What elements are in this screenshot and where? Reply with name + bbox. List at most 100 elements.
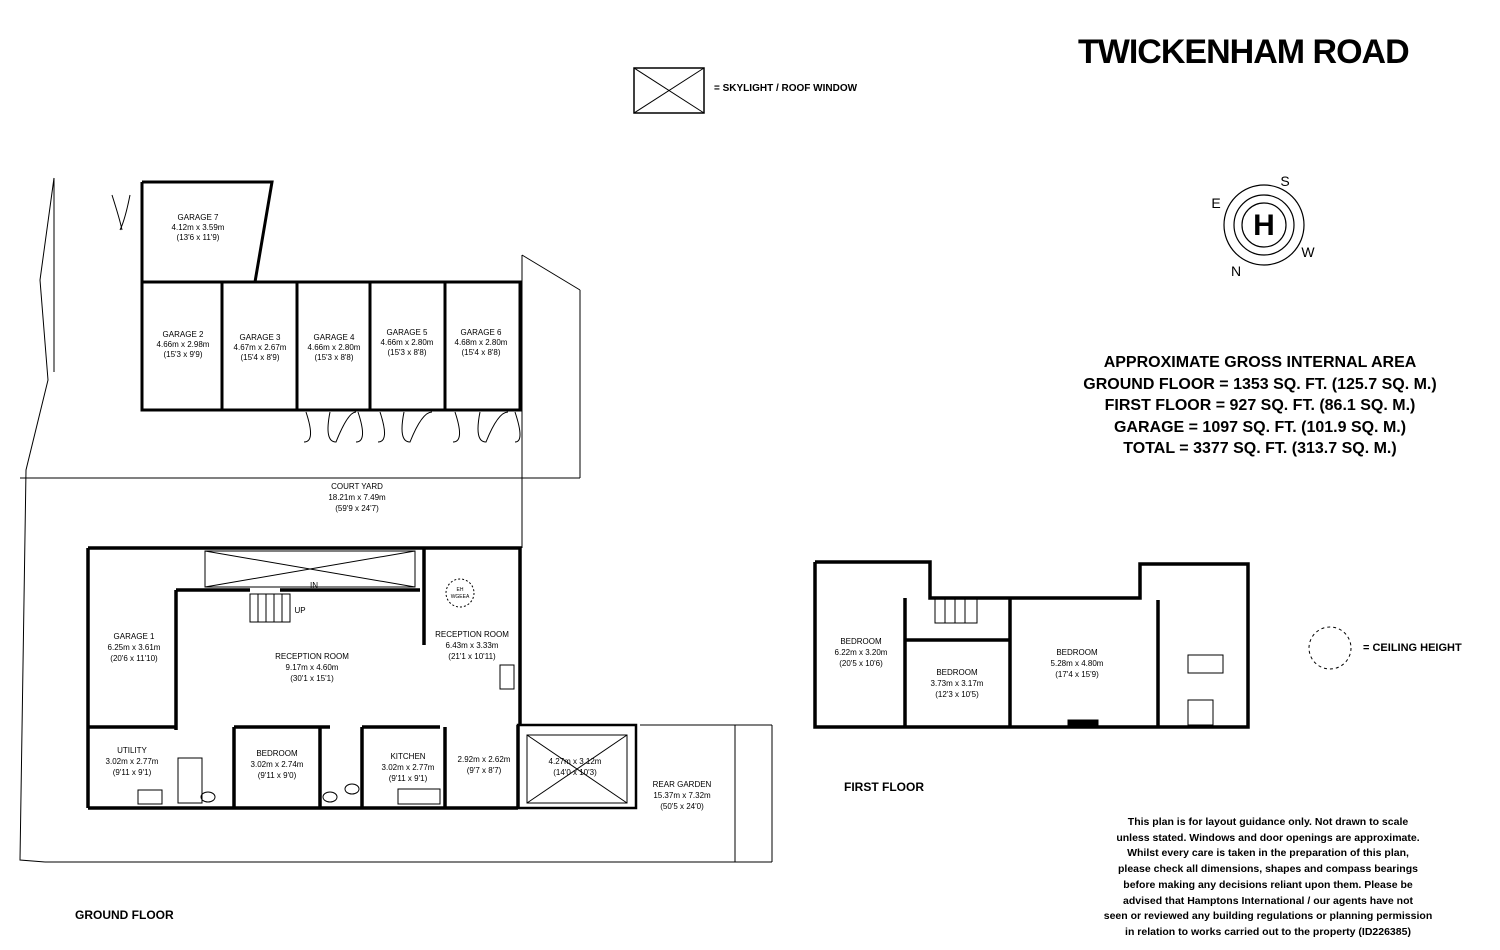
garage-5-metric: 4.66m x 2.80m (381, 338, 434, 347)
compass-south-label: S (1280, 173, 1289, 189)
reception-2-name: RECEPTION ROOM (435, 630, 509, 639)
rear-garden-imperial: (50'5 x 24'0) (660, 802, 704, 811)
skylight-legend-icon (633, 67, 705, 114)
disclaimer: This plan is for layout guidance only. N… (1068, 815, 1468, 941)
bedroom-first-1-name: BEDROOM (840, 637, 882, 646)
entry-in-label: IN (310, 581, 318, 590)
garage-3-name: GARAGE 3 (240, 333, 281, 342)
disclaimer-line: please check all dimensions, shapes and … (1118, 863, 1418, 876)
ceiling-wgeea-label: WGEEA (451, 594, 470, 600)
compass-logo-letter: H (1253, 209, 1275, 242)
hall-metric: 2.92m x 2.62m (458, 755, 511, 764)
disclaimer-line: seen or reviewed any building regulation… (1103, 910, 1433, 923)
ceiling-height-legend-label: = CEILING HEIGHT (1363, 642, 1462, 654)
hall-imperial: (9'7 x 8'7) (467, 766, 502, 775)
ground-ceiling-circle (445, 578, 475, 608)
garage-3-metric: 4.67m x 2.67m (234, 343, 287, 352)
compass-labels: S E W N H (1211, 173, 1315, 279)
conservatory-metric: 4.27m x 3.12m (549, 757, 602, 766)
room-labels: GARAGE 7 4.12m x 3.59m (13'6 x 11'9) GAR… (106, 213, 1104, 811)
garage-1-imperial: (20'6 x 11'10) (110, 654, 158, 663)
garage-5-name: GARAGE 5 (387, 328, 428, 337)
kitchen-name: KITCHEN (390, 752, 425, 761)
bedroom-first-2-imperial: (12'3 x 10'5) (935, 690, 979, 699)
garage-7-walls (140, 180, 274, 284)
kitchen-imperial: (9'11 x 9'1) (389, 774, 428, 783)
utility-metric: 3.02m x 2.77m (106, 757, 159, 766)
garage-6-name: GARAGE 6 (461, 328, 502, 337)
kitchen-metric: 3.02m x 2.77m (382, 763, 435, 772)
disclaimer-line: unless stated. Windows and door openings… (1116, 831, 1420, 844)
bedroom-first-3-imperial: (17'4 x 15'9) (1055, 670, 1099, 679)
conservatory-walls (516, 723, 638, 810)
ground-floor-walls (86, 546, 522, 810)
area-total: TOTAL = 3377 SQ. FT. (313.7 SQ. M.) (1123, 440, 1397, 457)
page-title: TWICKENHAM ROAD (1078, 33, 1410, 71)
bedroom-first-2-name: BEDROOM (936, 668, 978, 677)
reception-2-metric: 6.43m x 3.33m (446, 641, 499, 650)
garage-2-metric: 4.66m x 2.98m (157, 340, 210, 349)
bedroom-first-3-name: BEDROOM (1056, 648, 1098, 657)
area-first-floor: FIRST FLOOR = 927 SQ. FT. (86.1 SQ. M.) (1104, 397, 1416, 414)
bedroom-first-3-metric: 5.28m x 4.80m (1051, 659, 1104, 668)
gross-internal-area: APPROXIMATE GROSS INTERNAL AREA GROUND F… (1040, 352, 1480, 460)
bedroom-first-2-metric: 3.73m x 3.17m (931, 679, 984, 688)
courtyard-metric: 18.21m x 7.49m (328, 493, 386, 502)
disclaimer-line: in relation to works carried out to the … (1125, 925, 1411, 938)
rear-garden-metric: 15.37m x 7.32m (653, 791, 711, 800)
garage-5-imperial: (15'3 x 8'8) (387, 348, 426, 357)
utility-imperial: (9'11 x 9'1) (113, 768, 152, 777)
ground-fixtures (137, 664, 515, 805)
garage-7-imperial: (13'6 x 11'9) (177, 233, 220, 242)
garage-7-name: GARAGE 7 (178, 213, 219, 222)
garage-4-metric: 4.66m x 2.80m (308, 343, 361, 352)
utility-name: UTILITY (117, 746, 147, 755)
area-heading: APPROXIMATE GROSS INTERNAL AREA (1103, 354, 1417, 371)
ground-floor-label: GROUND FLOOR (75, 908, 174, 922)
reception-1-name: RECEPTION ROOM (275, 652, 349, 661)
bedroom-first-1-metric: 6.22m x 3.20m (835, 648, 888, 657)
area-ground-floor: GROUND FLOOR = 1353 SQ. FT. (125.7 SQ. M… (1083, 375, 1437, 393)
compass-west-label: W (1301, 244, 1315, 260)
garage-4-name: GARAGE 4 (314, 333, 355, 342)
garage-2-imperial: (15'3 x 9'9) (163, 350, 202, 359)
rear-garden-name: REAR GARDEN (653, 780, 712, 789)
site-boundary (19, 177, 773, 863)
disclaimer-line: advised that Hamptons International / ou… (1123, 894, 1413, 907)
bedroom-ground-imperial: (9'11 x 9'0) (258, 771, 297, 780)
disclaimer-line: This plan is for layout guidance only. N… (1127, 816, 1409, 828)
garage-2-name: GARAGE 2 (163, 330, 204, 339)
reception-skylight (204, 550, 416, 588)
conservatory-imperial: (14'0 x 10'3) (553, 768, 597, 777)
garage-1-metric: 6.25m x 3.61m (108, 643, 161, 652)
disclaimer-line: before making any decisions reliant upon… (1123, 878, 1413, 891)
garage-1-name: GARAGE 1 (114, 632, 155, 641)
area-garage: GARAGE = 1097 SQ. FT. (101.9 SQ. M.) (1113, 418, 1407, 436)
garage-3-imperial: (15'4 x 8'9) (240, 353, 279, 362)
first-floor-walls (813, 560, 1250, 729)
disclaimer-line: Whilst every care is taken in the prepar… (1127, 847, 1409, 860)
reception-2-imperial: (21'1 x 10'11) (448, 652, 496, 661)
garage-6-metric: 4.68m x 2.80m (455, 338, 508, 347)
bedroom-ground-name: BEDROOM (256, 749, 298, 758)
ceiling-height-icon (1308, 626, 1352, 670)
skylight-legend-label: = SKYLIGHT / ROOF WINDOW (714, 83, 858, 94)
compass-east-label: E (1211, 195, 1220, 211)
garage-6-imperial: (15'4 x 8'8) (461, 348, 500, 357)
courtyard-imperial: (59'9 x 24'7) (335, 504, 379, 513)
reception-1-metric: 9.17m x 4.60m (286, 663, 339, 672)
garage-4-imperial: (15'3 x 8'8) (314, 353, 353, 362)
compass-north-label: N (1231, 263, 1241, 279)
courtyard-name: COURT YARD (331, 482, 383, 491)
first-floor-label: FIRST FLOOR (844, 780, 924, 794)
bedroom-first-1-imperial: (20'5 x 10'6) (839, 659, 883, 668)
garage-7-metric: 4.12m x 3.59m (172, 223, 225, 232)
compass-icon (1223, 184, 1305, 266)
ground-stairs (249, 593, 291, 623)
garage-doors (111, 194, 521, 443)
reception-1-imperial: (30'1 x 15'1) (290, 674, 334, 683)
stairs-up-label: UP (294, 606, 305, 615)
first-floor-fixtures (934, 597, 1224, 728)
